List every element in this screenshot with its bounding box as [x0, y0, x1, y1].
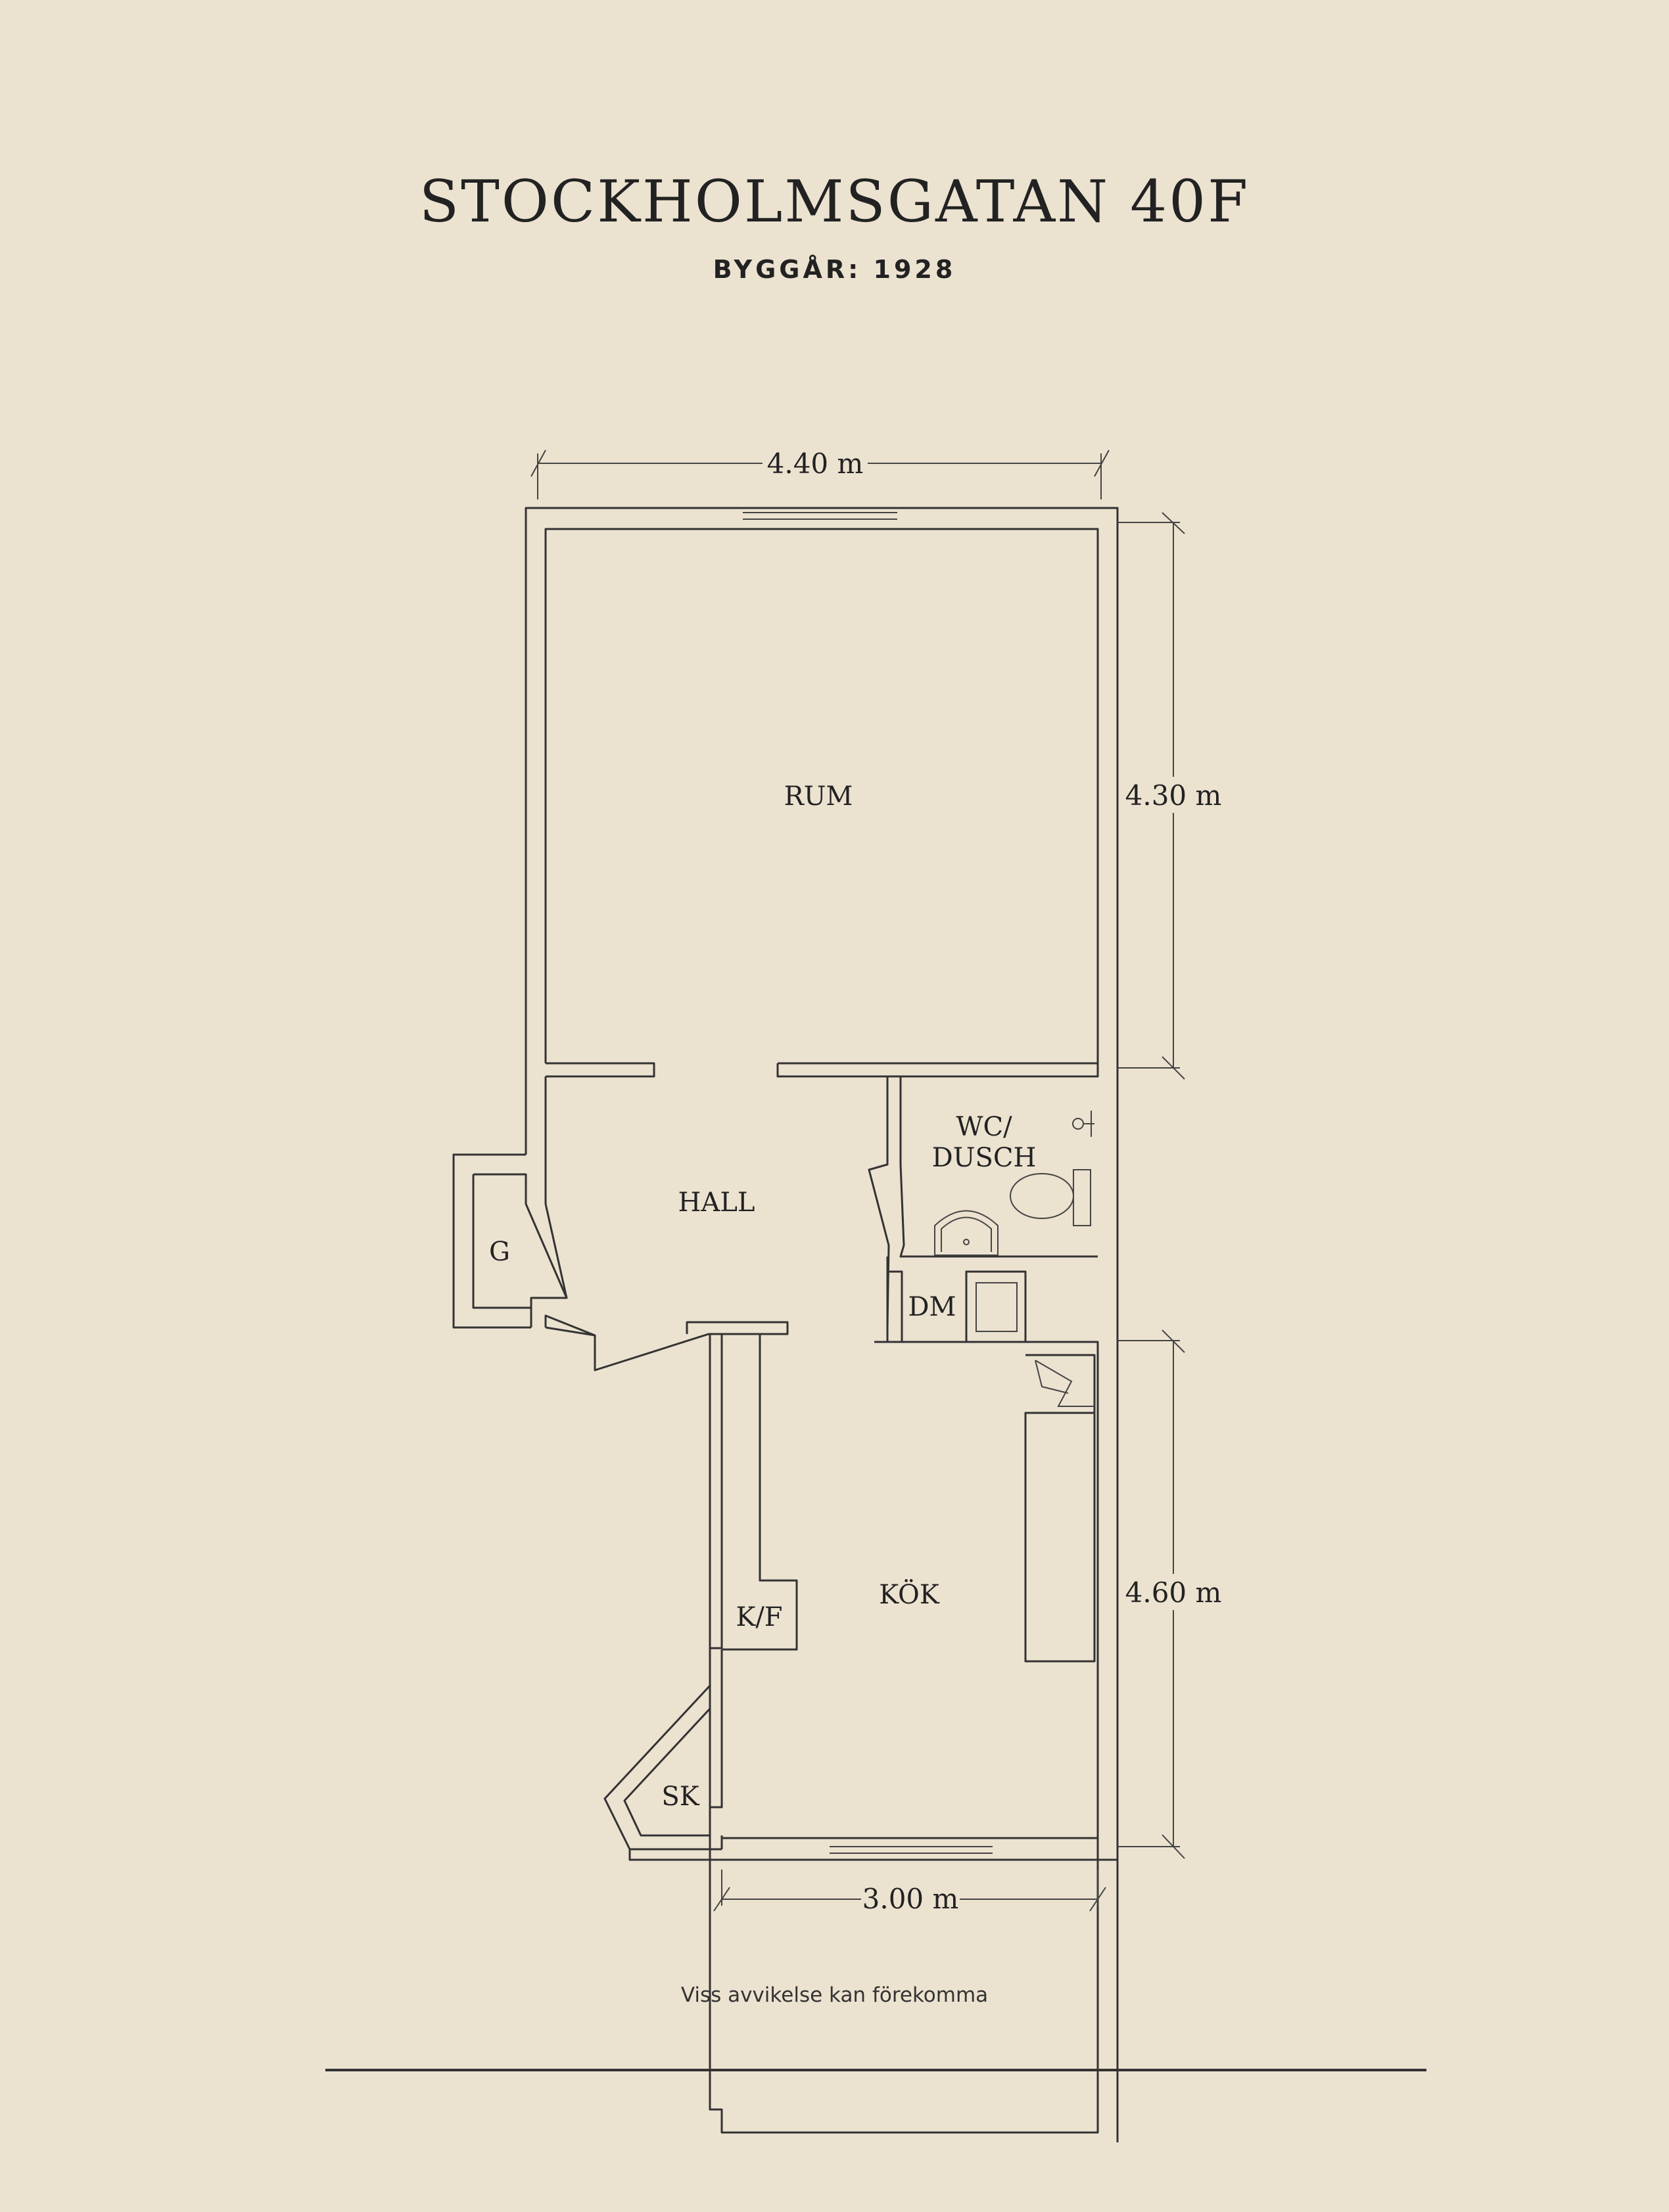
dimension-kok-height: 4.60 m: [1117, 1329, 1229, 1859]
room-label-kok: KÖK: [879, 1579, 940, 1610]
dimension-bottom: 3.00 m: [713, 1870, 1106, 1915]
room-label-wc-line1: WC/: [956, 1112, 1012, 1142]
kok-walls: [603, 1334, 1119, 2134]
room-label-dm: DM: [908, 1292, 956, 1322]
dimension-rum-height: 4.30 m: [1117, 512, 1229, 1080]
wc-dusch-walls: [899, 1075, 1098, 1258]
dimension-kok-label: 4.60 m: [1125, 1577, 1222, 1609]
page-title: STOCKHOLMSGATAN 40F: [419, 168, 1250, 235]
room-label-sk: SK: [661, 1782, 699, 1812]
room-label-g: G: [489, 1237, 510, 1267]
rum-walls: [525, 507, 1119, 2142]
disclaimer: Viss avvikelse kan förekomma: [680, 1983, 989, 2007]
dimension-rum-label: 4.30 m: [1125, 779, 1222, 812]
footer-divider: [325, 2069, 1426, 2071]
hall-walls: [452, 1063, 902, 1371]
dimension-bottom-label: 3.00 m: [862, 1883, 959, 1915]
room-label-hall: HALL: [678, 1187, 755, 1218]
build-year: BYGGÅR: 1928: [713, 255, 956, 284]
dimension-top-label: 4.40 m: [767, 448, 864, 480]
room-label-rum: RUM: [784, 781, 853, 812]
room-label-wc-line2: DUSCH: [932, 1143, 1037, 1173]
dimension-top: 4.40 m: [530, 446, 1110, 499]
dm-unit: [874, 1256, 1027, 1343]
room-label-kf: K/F: [736, 1602, 782, 1632]
